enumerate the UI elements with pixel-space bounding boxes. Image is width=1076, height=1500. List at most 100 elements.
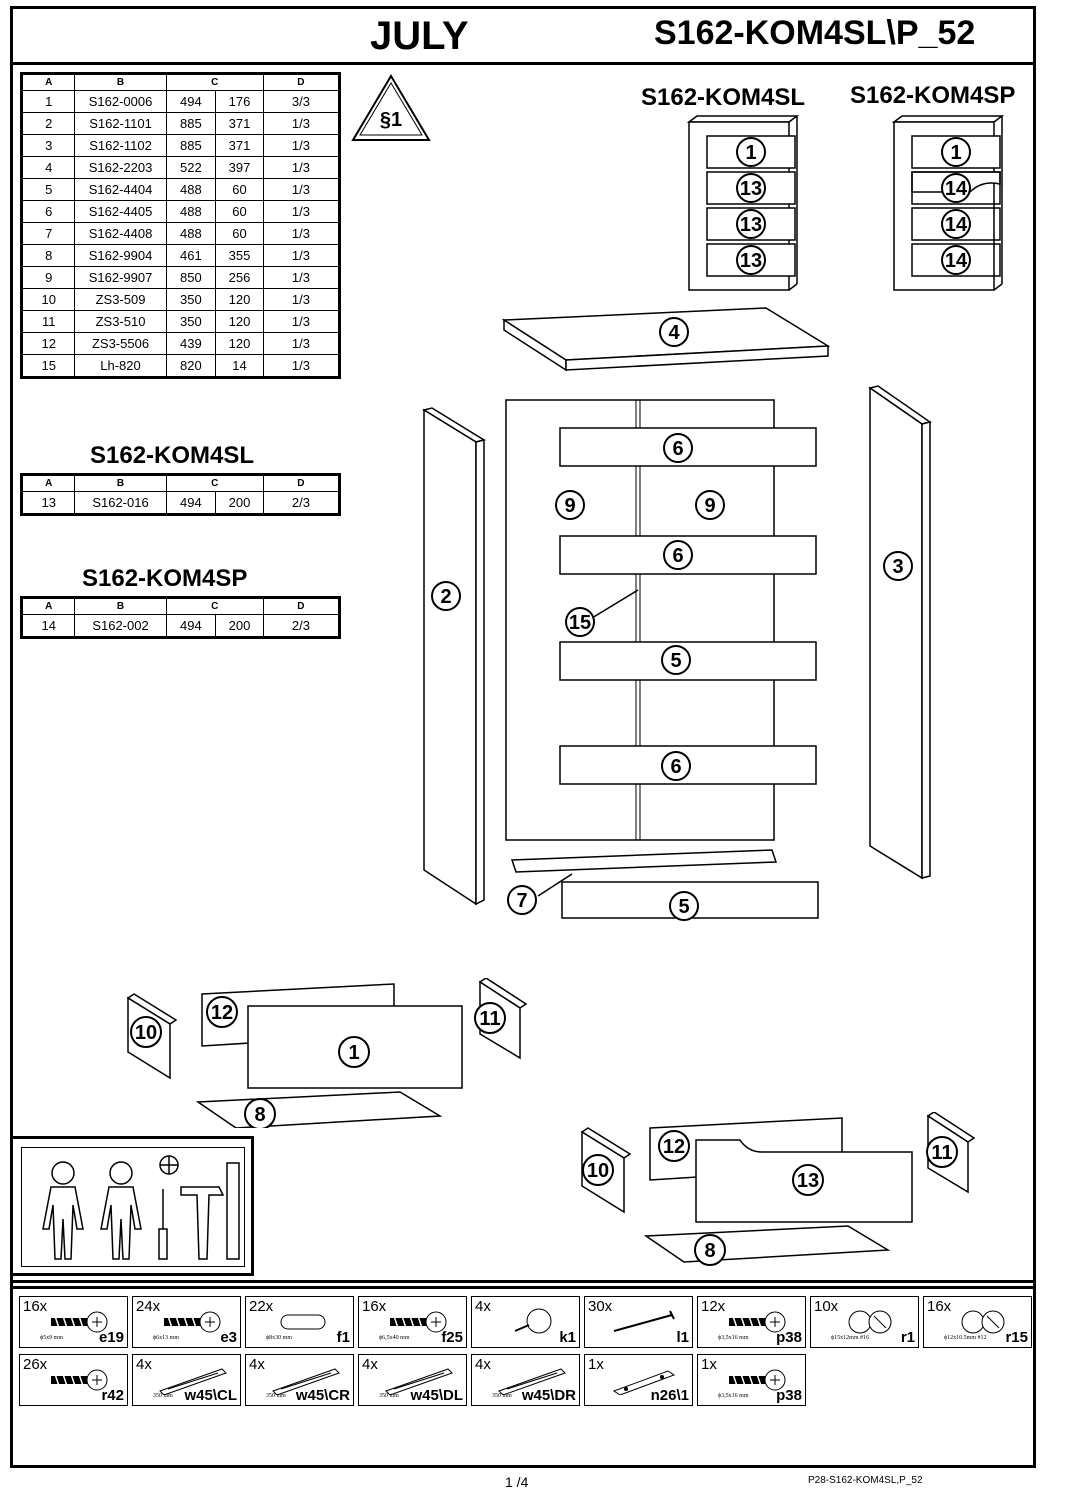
hardware-code: w45\CL [184,1387,237,1404]
cam-lock-icon [51,1311,108,1333]
table-cell: 1/3 [262,200,341,223]
part-number-label: 8 [704,1240,715,1262]
hardware-quantity: 4x [362,1356,378,1373]
hardware-quantity: 24x [136,1298,161,1315]
hardware-quantity: 1x [588,1356,604,1373]
table-row: 13 S162-016 494 200 2/3 [20,491,341,515]
document-code: S162-KOM4SL\P_52 [654,14,976,52]
table-cell: 1/3 [262,156,341,179]
part-number-callout: 1 [941,137,971,167]
part-number-label: 1 [745,142,756,164]
table-cell: S162-4404 [74,178,167,201]
hardware-quantity: 26x [23,1356,48,1373]
table-cell: 522 [165,156,217,179]
part-number-callout: 6 [661,751,691,781]
hardware-dimension: ϕ3,5x16 mm [718,1393,749,1399]
table-cell: 820 [165,354,217,378]
hardware-code: r15 [1005,1329,1028,1346]
table-cell: 2/3 [262,614,341,638]
hardware-quantity: 16x [927,1298,952,1315]
table-cell: ZS3-5506 [74,332,167,355]
header-cell: D [262,597,341,615]
header-cell: B [74,73,167,91]
table-cell: 488 [165,178,217,201]
header-divider [10,62,1036,65]
table-cell: S162-4408 [74,222,167,245]
hardware-dimension: 350 mm [266,1393,286,1399]
hardware-code: k1 [559,1329,576,1346]
header-cell: A [20,73,76,91]
part-number-callout: 5 [661,645,691,675]
part-number-callout: 10 [130,1016,162,1048]
hardware-quantity: 16x [23,1298,48,1315]
confirmat-bolt-icon [390,1311,447,1333]
part-number-label: 6 [672,545,683,567]
table-cell: S162-9907 [74,266,167,289]
part-number-callout: 9 [555,490,585,520]
hardware-code: f25 [441,1329,463,1346]
header-cell: C [165,73,264,91]
header-cell: C [165,597,264,615]
part-number-label: 2 [440,586,451,608]
table-cell: 1/3 [262,288,341,311]
hardware-code: w45\DR [521,1387,576,1404]
table-cell: 885 [165,134,217,157]
table-cell: 13 [20,491,76,515]
part-number-label: 5 [670,650,681,672]
header-cell: A [20,597,76,615]
table-cell: S162-1102 [74,134,167,157]
part-number-label: 12 [211,1002,233,1024]
hardware-code: p38 [776,1329,802,1346]
cam-housing-small-icon [961,1310,1005,1334]
table-cell: 2 [20,112,76,135]
table-cell: 1/3 [262,178,341,201]
part-number-callout: 1 [338,1036,370,1068]
part-number-label: 14 [945,250,968,272]
table-cell: 14 [20,614,76,638]
table-cell: 371 [215,112,264,135]
hardware-code: n26\1 [650,1387,689,1404]
table-cell: 4 [20,156,76,179]
table-cell: 850 [165,266,217,289]
table-cell: 15 [20,354,76,378]
drawer-runner-icon [498,1368,566,1395]
wood-screw-icon [729,1369,786,1391]
footer-code: P28-S162-KOM4SL,P_52 [808,1475,923,1486]
header-cell: D [262,73,341,91]
table-cell: 397 [215,156,264,179]
table-cell: S162-4405 [74,200,167,223]
part-number-label: 12 [663,1136,685,1158]
two-persons-tools-icon [42,1155,240,1260]
part-number-label: 9 [704,495,715,517]
warning-triangle-icon: §1 [351,74,431,141]
part-number-callout: 13 [792,1164,824,1196]
part-number-callout: 14 [941,209,971,239]
part-number-label: 1 [950,142,961,164]
table-cell: 488 [165,222,217,245]
table-cell: 12 [20,332,76,355]
part-number-callout: 13 [736,245,766,275]
hardware-code: e3 [220,1329,237,1346]
variant-table-left: A B C D 13 S162-016 494 200 2/3 [20,473,341,516]
hardware-quantity: 30x [588,1298,613,1315]
table-cell: 120 [215,332,264,355]
table-cell: 60 [215,200,264,223]
table-cell: 176 [215,90,264,113]
part-number-callout: 2 [431,581,461,611]
table-cell: 7 [20,222,76,245]
part-number-label: 10 [135,1022,157,1044]
hardware-quantity: 4x [249,1356,265,1373]
table-cell: 200 [215,491,264,515]
table-cell: S162-9904 [74,244,167,267]
table-cell: 494 [165,614,217,638]
